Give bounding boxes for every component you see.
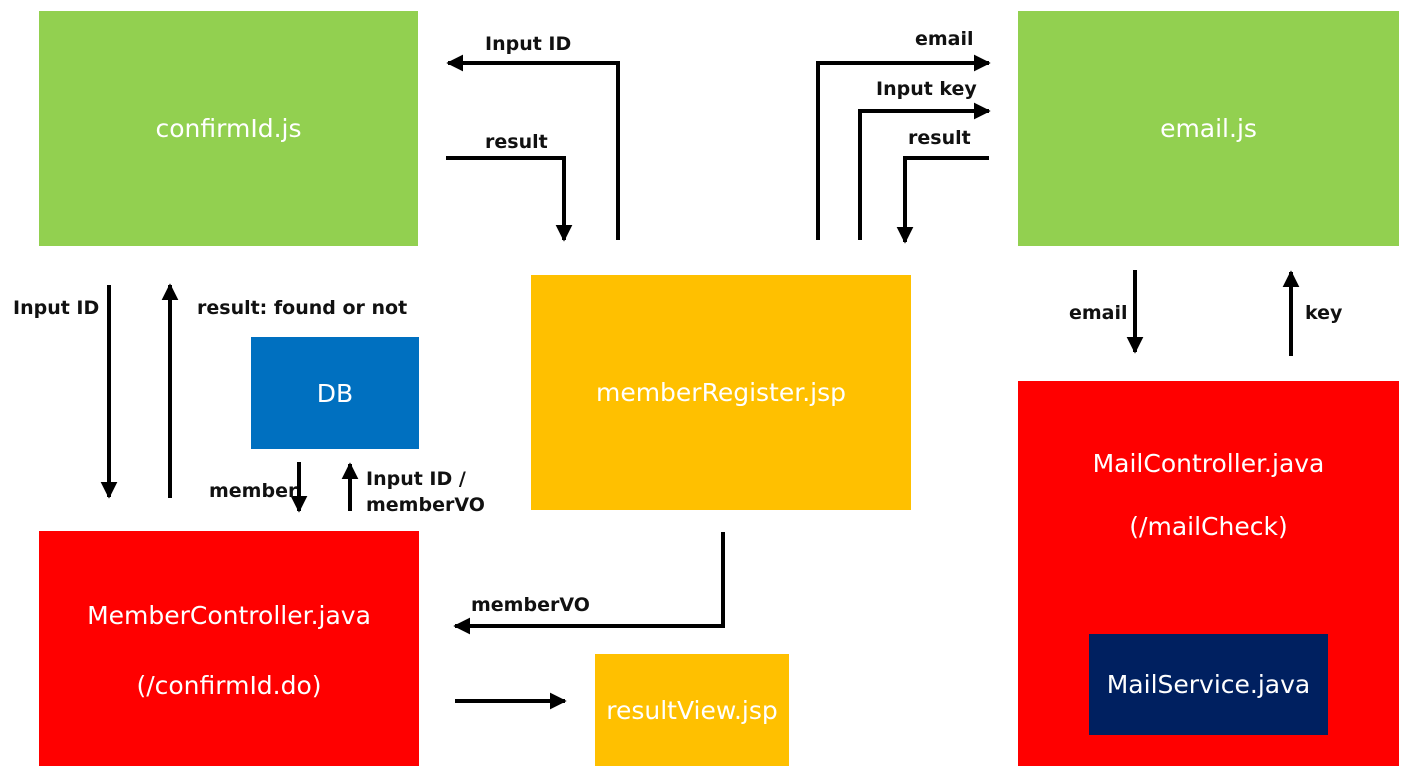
label-input-key: Input key xyxy=(876,78,977,100)
label-result-found: result: found or not xyxy=(197,297,408,319)
label-input-id-vo-2: memberVO xyxy=(366,494,485,516)
arrow-email-to-emailjs xyxy=(816,54,991,240)
member-controller-box: MemberController.java (/confirmId.do) xyxy=(39,531,419,766)
arrow-input-key-to-emailjs xyxy=(858,102,991,240)
arrow-input-id-to-confirm xyxy=(446,54,620,240)
member-register-jsp-box: memberRegister.jsp xyxy=(531,275,911,510)
arrow-result-to-register xyxy=(446,156,573,242)
arrow-result-from-emailjs xyxy=(896,156,989,244)
result-view-jsp-box: resultView.jsp xyxy=(595,654,789,766)
label-input-id-vo-1: Input ID / xyxy=(366,468,466,490)
mail-service-box: MailService.java xyxy=(1089,634,1328,735)
arrow-membervo-to-controller xyxy=(453,532,725,635)
confirm-id-js-box: confirmId.js xyxy=(39,11,418,246)
email-js-label: email.js xyxy=(1160,114,1257,143)
db-box: DB xyxy=(251,337,419,449)
label-email-top: email xyxy=(915,28,974,50)
member-register-jsp-label: memberRegister.jsp xyxy=(595,378,847,407)
email-js-box: email.js xyxy=(1018,11,1399,246)
confirm-id-js-label: confirmId.js xyxy=(155,114,302,143)
label-result-email: result xyxy=(908,127,971,149)
result-view-jsp-label: resultView.jsp xyxy=(606,695,778,725)
label-member-vo: memberVO xyxy=(471,594,590,616)
label-email-down: email xyxy=(1069,302,1128,324)
label-input-id-top: Input ID xyxy=(485,33,572,55)
mail-controller-path: (/mailCheck) xyxy=(1129,512,1288,541)
member-controller-path: (/confirmId.do) xyxy=(136,671,322,700)
label-key-up: key xyxy=(1305,302,1343,324)
label-result-top: result xyxy=(485,131,548,153)
db-label: DB xyxy=(316,378,354,408)
label-input-id-left: Input ID xyxy=(13,297,100,319)
member-controller-label: MemberController.java xyxy=(87,601,371,630)
mail-controller-label: MailController.java xyxy=(1092,449,1325,478)
label-member: member xyxy=(209,480,298,502)
mail-service-label: MailService.java xyxy=(1106,670,1311,699)
